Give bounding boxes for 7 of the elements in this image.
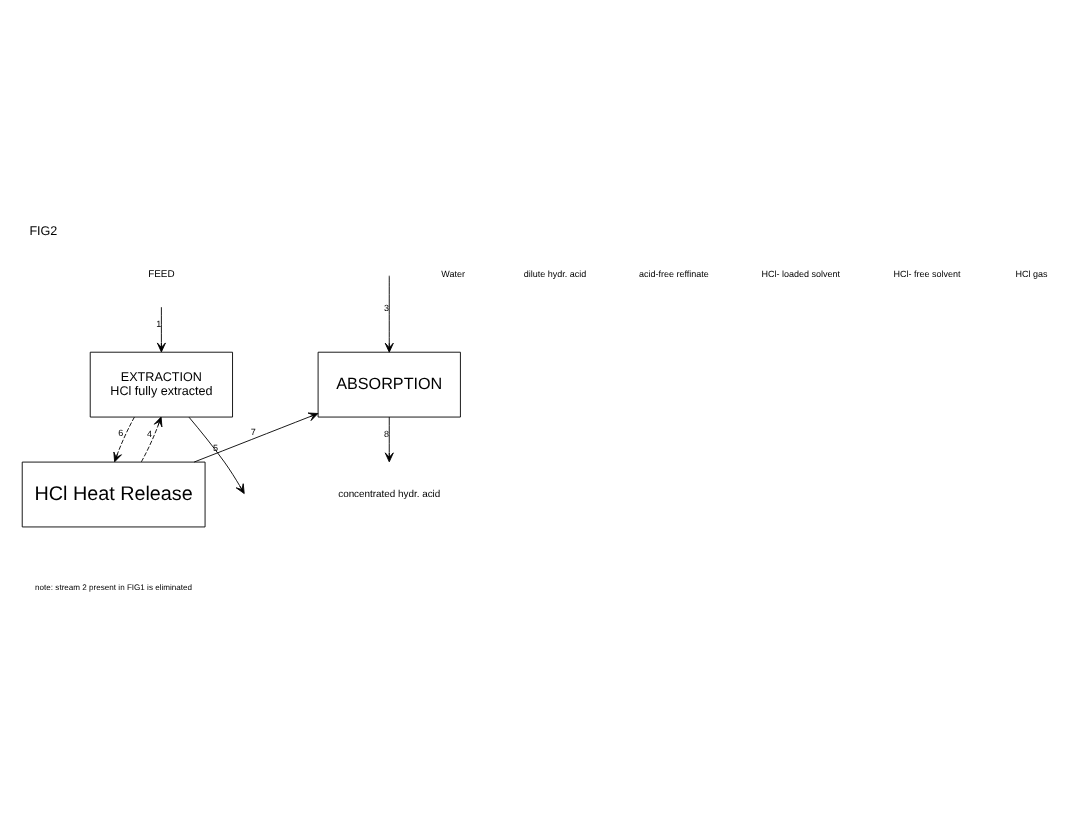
arrow [384, 416, 394, 463]
arrow [140, 416, 163, 463]
arrow [156, 306, 166, 353]
arrow [113, 416, 135, 463]
node-box: ABSORPTION [317, 351, 461, 418]
node-box: HCl Heat Release [21, 461, 206, 528]
arrow [193, 412, 319, 463]
